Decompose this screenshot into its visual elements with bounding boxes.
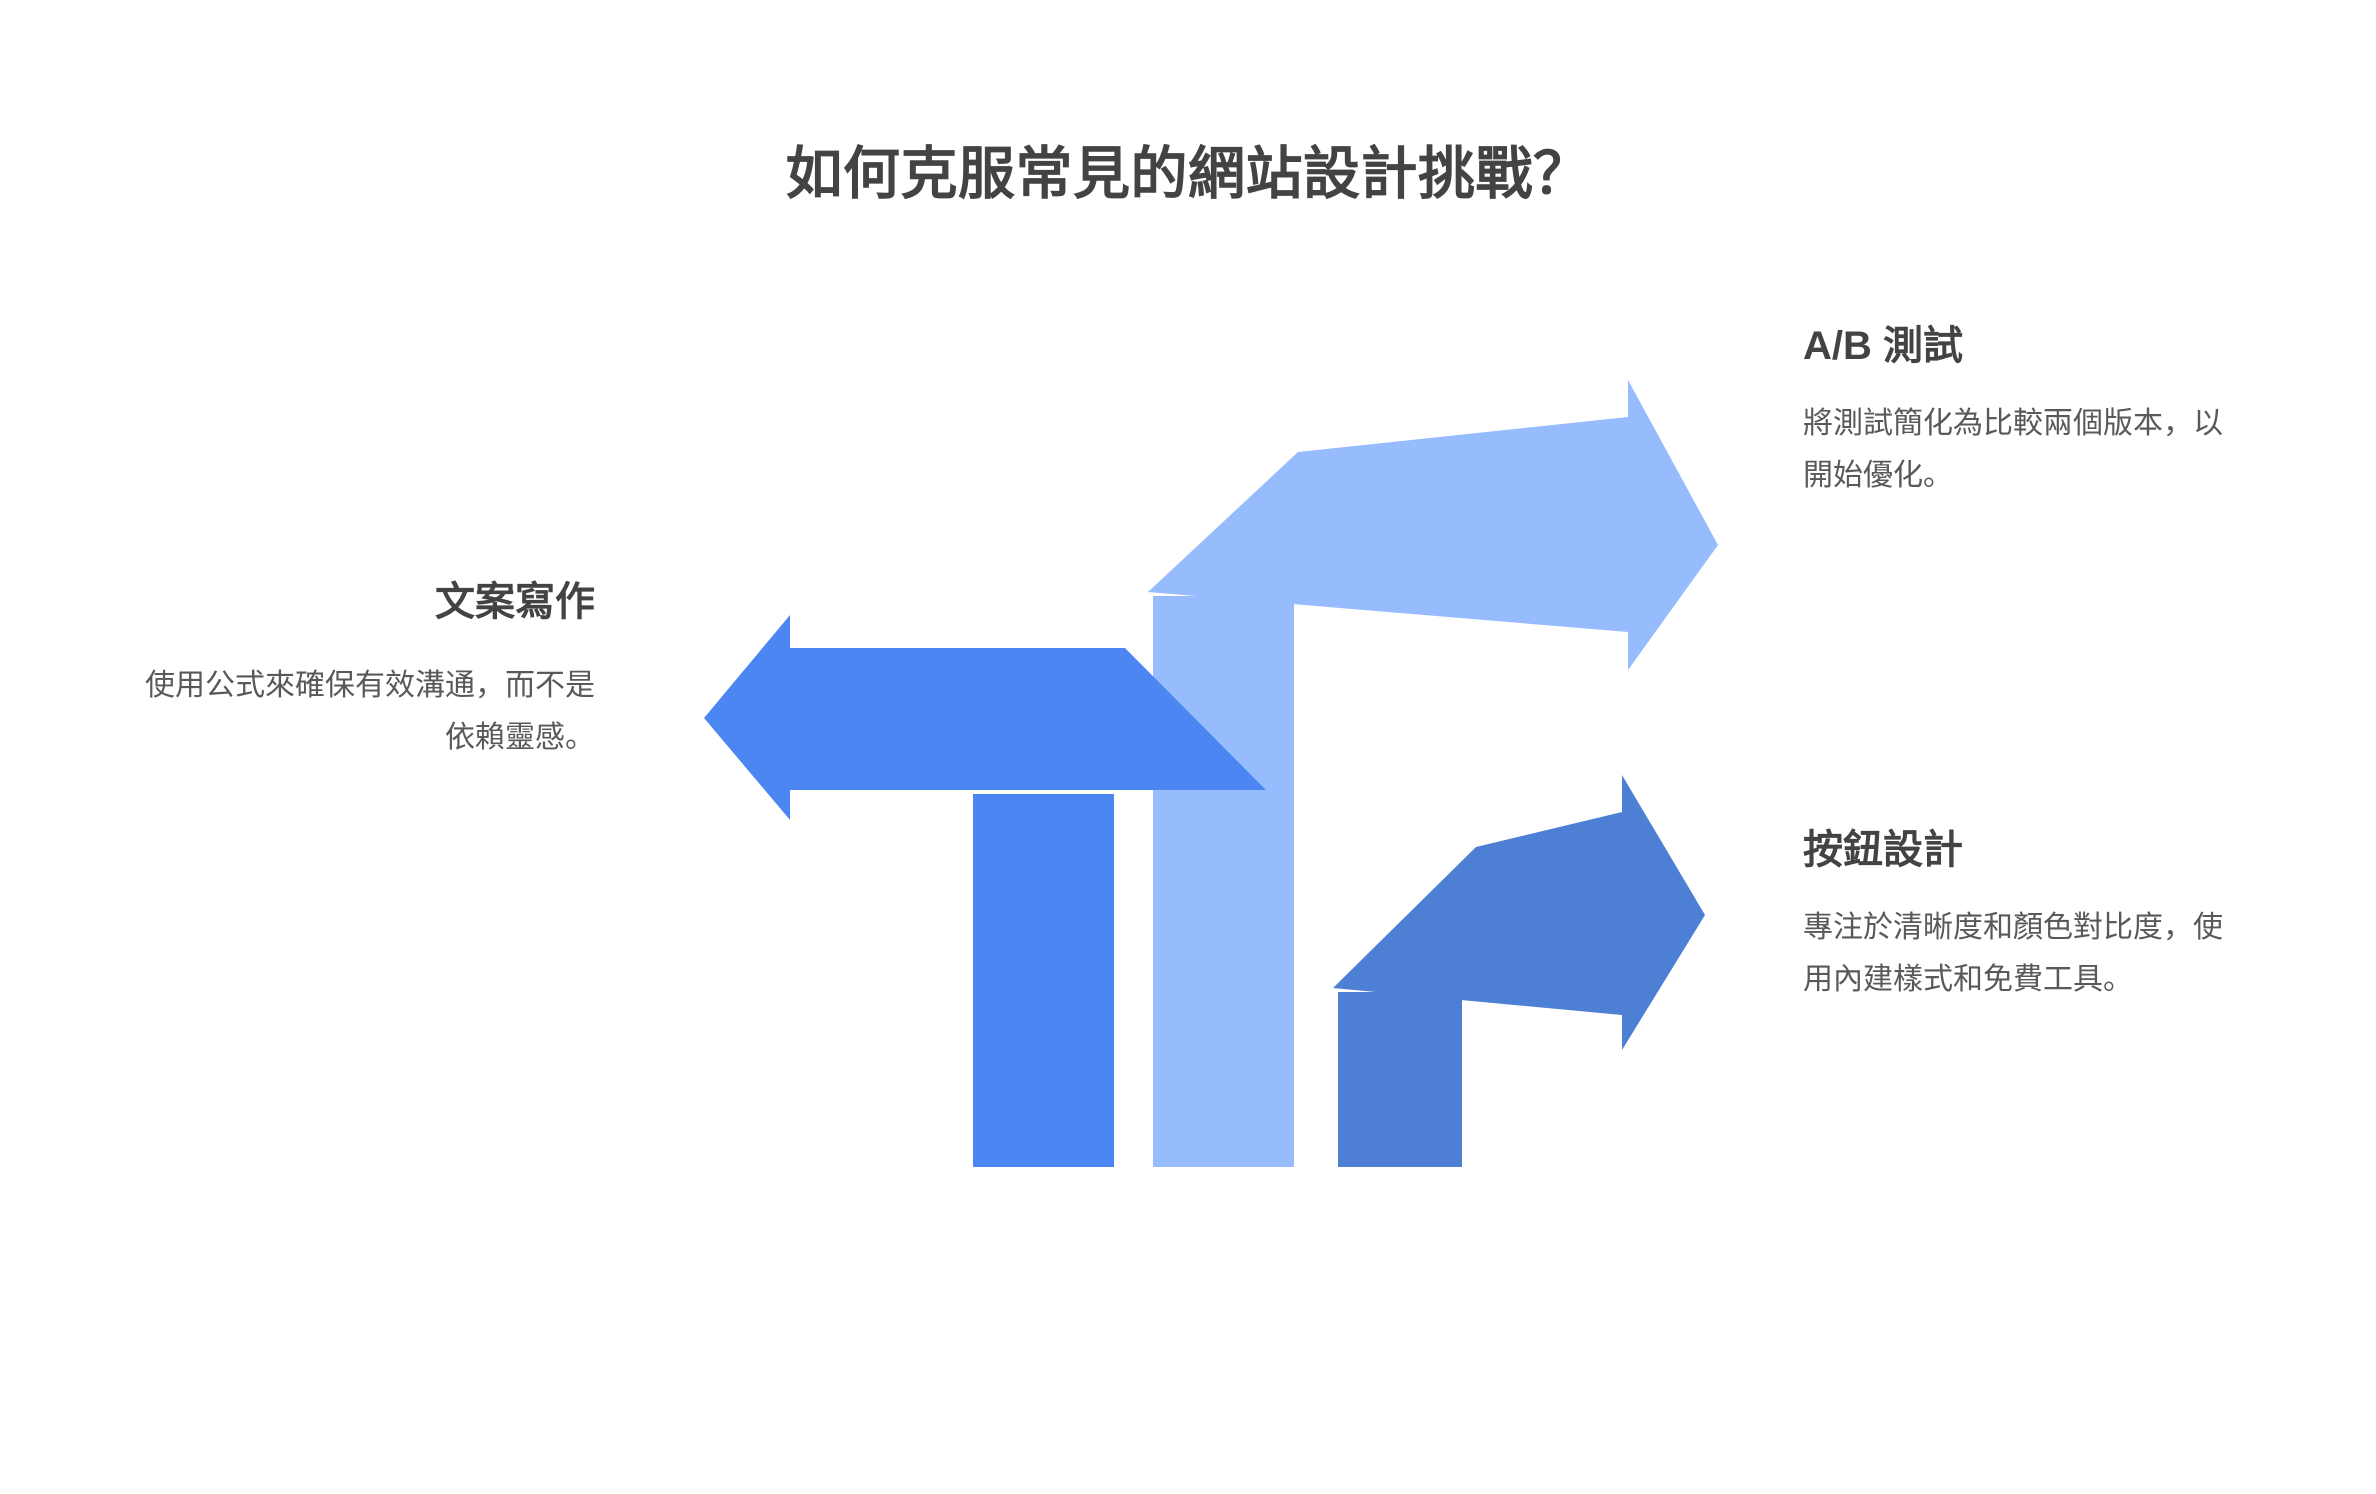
callout-button-design-heading: 按鈕設計 [1803, 828, 1963, 872]
callout-copywriting-heading: 文案寫作 [435, 580, 595, 624]
callout-copywriting-body: 使用公式來確保有效溝通，而不是依賴靈感。 [145, 669, 595, 754]
callout-button-design: 按鈕設計 專注於清晰度和顏色對比度，使用內建樣式和免費工具。 [1803, 826, 2233, 1005]
callout-copywriting: 文案寫作 使用公式來確保有效溝通，而不是依賴靈感。 [140, 578, 595, 763]
copywriting-arrow-group [704, 615, 1266, 1167]
ab-testing-arrow-group [1148, 380, 1718, 1167]
ab-testing-vertical-bar [1153, 596, 1294, 1167]
callout-ab-testing-body: 將測試簡化為比較兩個版本，以開始優化。 [1803, 407, 2223, 492]
button-design-arrow-group [1333, 775, 1705, 1167]
arrows-diagram [690, 380, 1730, 1190]
callout-ab-testing: A/B 測試 將測試簡化為比較兩個版本，以開始優化。 [1803, 322, 2233, 501]
callout-ab-testing-heading: A/B 測試 [1803, 324, 1963, 368]
copywriting-arrow-head-shaft [704, 615, 1266, 820]
page-title: 如何克服常見的網站設計挑戰？ [785, 142, 1591, 206]
copywriting-vertical-bar [973, 794, 1114, 1167]
button-design-arrow-head-shaft [1333, 775, 1705, 1050]
callout-button-design-body: 專注於清晰度和顏色對比度，使用內建樣式和免費工具。 [1803, 911, 2223, 996]
button-design-vertical-bar [1338, 992, 1462, 1167]
